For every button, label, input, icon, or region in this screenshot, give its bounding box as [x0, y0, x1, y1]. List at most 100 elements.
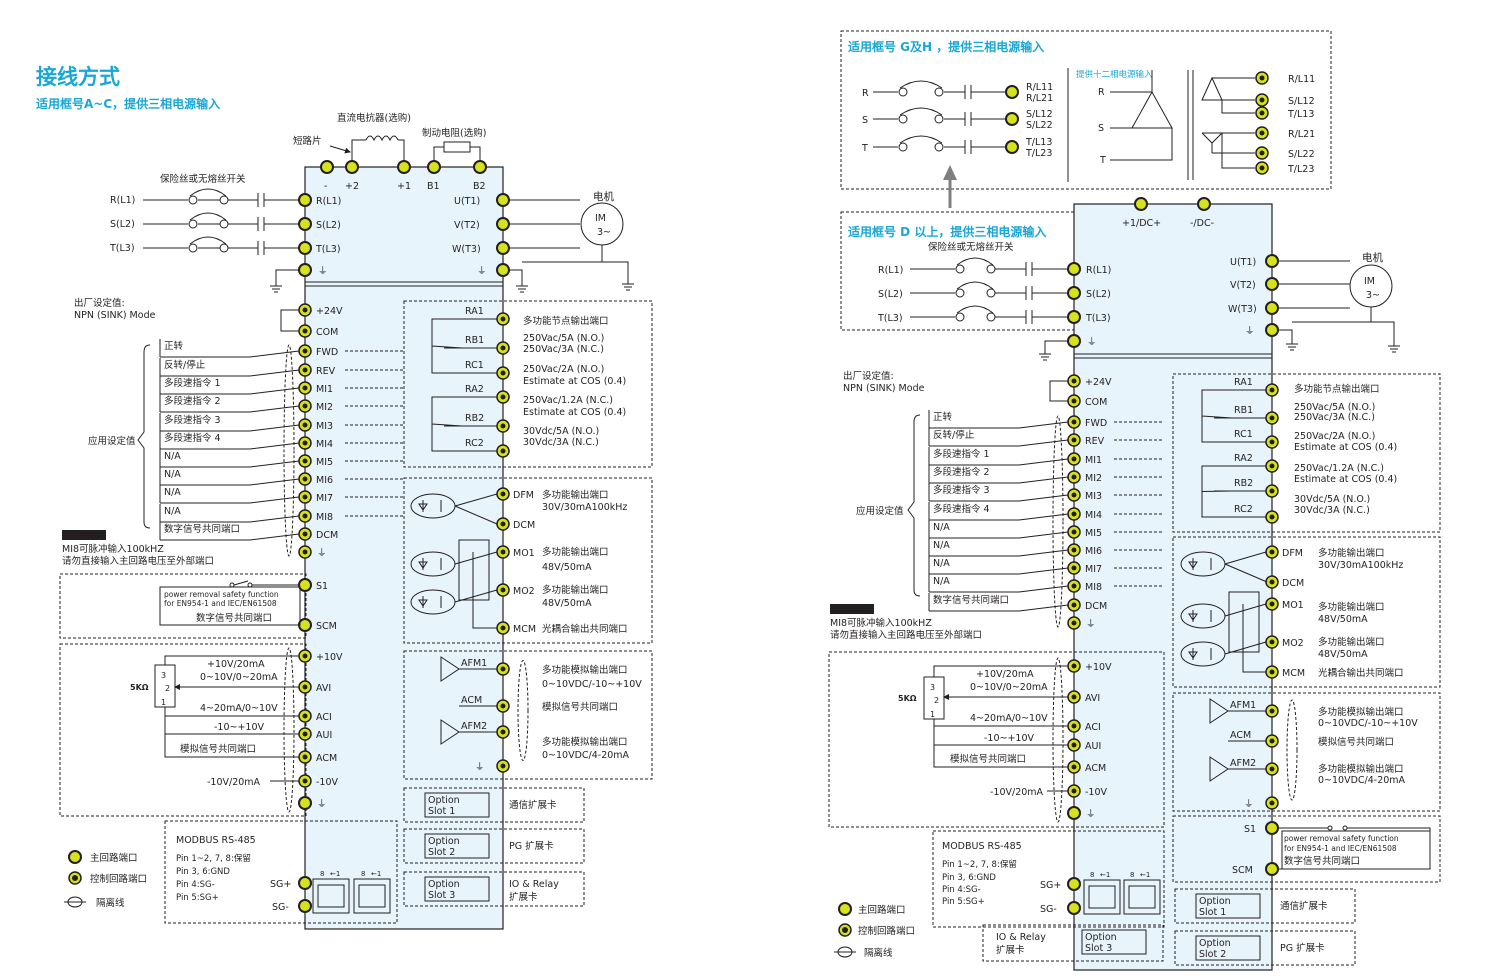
- svg-text:-/DC-: -/DC-: [1190, 218, 1214, 229]
- svg-text:⏚: ⏚: [1087, 337, 1097, 348]
- svg-text:+2: +2: [345, 181, 359, 192]
- svg-text:⏚: ⏚: [317, 548, 327, 559]
- svg-text:主回路端口: 主回路端口: [90, 852, 138, 864]
- right-input-lines: R(L1) S(L2) T(L3) R(L1) S(L2) T(L3) ⏚: [877, 257, 1111, 361]
- svg-text:T/L23: T/L23: [1025, 148, 1052, 159]
- svg-text:IM: IM: [1364, 276, 1375, 287]
- svg-text:U(T1): U(T1): [454, 196, 480, 207]
- svg-text:2: 2: [934, 696, 939, 705]
- svg-text:B1: B1: [427, 181, 440, 192]
- svg-text:扩展卡: 扩展卡: [509, 891, 538, 903]
- analog-signal-label: 0~10V/0~20mA: [200, 672, 278, 683]
- relay-desc: 250Vac/3A (N.C.): [523, 344, 604, 355]
- svg-text:+1/DC+: +1/DC+: [1122, 218, 1161, 229]
- svg-text:8: 8: [1130, 871, 1134, 879]
- svg-text:8: 8: [1090, 871, 1094, 879]
- ctrl-term-label: FWD: [316, 347, 338, 358]
- svg-text:R(L1): R(L1): [110, 195, 135, 206]
- svg-text:AFM1: AFM1: [461, 658, 487, 669]
- svg-text:T(L3): T(L3): [1085, 313, 1111, 324]
- svg-text:+1: +1: [397, 181, 411, 192]
- svg-text:电机: 电机: [1362, 251, 1384, 264]
- svg-text:AUI: AUI: [316, 730, 332, 741]
- svg-text:⏚: ⏚: [318, 266, 328, 277]
- do-desc: 30V/30mA100kHz: [542, 502, 627, 513]
- rj45-port-2: [353, 878, 391, 914]
- left-relay-block: [403, 300, 653, 468]
- left-subtitle: 适用框号A~C，提供三相电源输入: [36, 96, 220, 111]
- analog-signal-label: +10V/20mA: [976, 669, 1034, 680]
- svg-text:ACM: ACM: [1085, 763, 1106, 774]
- ao-desc: 多功能模拟输出端口: [1318, 706, 1404, 718]
- relay-desc: 多功能节点输出端口: [1294, 383, 1380, 395]
- do-desc: 多功能输出端口: [1318, 547, 1385, 559]
- relay-desc: 30Vdc/3A (N.C.): [523, 437, 599, 448]
- right-main-terms: U(T1) V(T2) W(T3) ⏚ IM 3~ 电机: [1228, 251, 1400, 353]
- relay-desc: Estimate at COS (0.4): [1294, 474, 1397, 485]
- svg-text:Option: Option: [1085, 932, 1117, 943]
- left-motor: [580, 202, 624, 246]
- svg-text:RB1: RB1: [465, 335, 484, 346]
- relay-desc: Estimate at COS (0.4): [523, 376, 626, 387]
- svg-text:R(L1): R(L1): [1086, 265, 1111, 276]
- page-title: 接线方式: [36, 65, 120, 89]
- svg-text:Slot 1: Slot 1: [428, 806, 455, 817]
- svg-text:T(L3): T(L3): [877, 313, 903, 324]
- svg-text:3~: 3~: [1366, 290, 1380, 301]
- option-desc: PG 扩展卡: [1280, 942, 1325, 954]
- rj45-port-1: [312, 878, 350, 914]
- svg-text:T: T: [1099, 155, 1106, 166]
- right-drive-panel: [1073, 203, 1273, 971]
- do-desc: 48V/50mA: [542, 598, 592, 609]
- svg-text:AUI: AUI: [1085, 741, 1101, 752]
- svg-text:SG-: SG-: [272, 902, 289, 913]
- svg-text:power removal safety function: power removal safety function: [164, 590, 279, 599]
- svg-text:2: 2: [165, 684, 170, 693]
- svg-text:R/L21: R/L21: [1026, 93, 1053, 104]
- svg-text:MCM: MCM: [513, 624, 536, 635]
- ctrl-term-label: MI3: [316, 421, 333, 432]
- relay-desc: 30Vdc/3A (N.C.): [1294, 505, 1370, 516]
- option-slot: [403, 871, 585, 907]
- ao-desc: 模拟信号共同端口: [1318, 736, 1394, 748]
- svg-text:AFM2: AFM2: [461, 721, 487, 732]
- svg-text:for EN954-1 and IEC/EN61508: for EN954-1 and IEC/EN61508: [1284, 844, 1397, 853]
- svg-text:适用框号 D 以上，提供三相电源输入: 适用框号 D 以上，提供三相电源输入: [848, 224, 1046, 239]
- relay-desc: 250Vac/2A (N.O.): [523, 364, 604, 375]
- svg-text:ACM: ACM: [461, 695, 482, 706]
- ao-desc: 多功能模拟输出端口: [542, 664, 628, 676]
- app-setting-label: 应用设定值: [88, 435, 136, 447]
- svg-text:←1: ←1: [330, 870, 340, 878]
- svg-text:T/L13: T/L13: [1287, 109, 1314, 120]
- svg-text:T(L3): T(L3): [315, 244, 341, 255]
- ctrl-term-label: MI5: [1085, 528, 1102, 539]
- left-ctrl-terms: +24VCOMFWDREVMI1MI2MI3MI4MI5MI6MI7MI8DCM…: [159, 303, 405, 559]
- relay-desc: 250Vac/5A (N.O.): [1294, 402, 1375, 413]
- ctrl-term-label: +24V: [1085, 377, 1112, 388]
- svg-text:数字信号共同端口: 数字信号共同端口: [1284, 855, 1360, 867]
- svg-text:+10V: +10V: [316, 652, 343, 663]
- analog-signal-label: 4~20mA/0~10V: [200, 703, 278, 714]
- svg-text:Option: Option: [428, 795, 460, 806]
- analog-signal-label: 0~10V/0~20mA: [970, 682, 1048, 693]
- svg-text:R/L11: R/L11: [1026, 82, 1053, 93]
- ctrl-term-label: FWD: [1085, 418, 1107, 429]
- svg-text:RC2: RC2: [1234, 504, 1253, 515]
- svg-text:扩展卡: 扩展卡: [996, 944, 1025, 956]
- ctrl-signal-label: 数字信号共同端口: [933, 594, 1009, 606]
- ctrl-term-label: REV: [316, 366, 336, 377]
- ctrl-signal-label: 正转: [164, 340, 184, 352]
- svg-text:RA1: RA1: [465, 306, 484, 317]
- ctrl-signal-label: 多段速指令 3: [933, 484, 990, 496]
- svg-text:MI8可脉冲输入100kHZ: MI8可脉冲输入100kHZ: [830, 617, 932, 629]
- svg-text:RA2: RA2: [1234, 453, 1253, 464]
- svg-text:AVI: AVI: [1085, 693, 1100, 704]
- svg-text:NOTE: NOTE: [82, 532, 101, 540]
- left-diagram: 接线方式 适用框号A~C，提供三相电源输入 - +2 +1 B1 B2 直流电抗…: [36, 65, 653, 930]
- svg-text:S/L12: S/L12: [1288, 96, 1315, 107]
- svg-text:-10V: -10V: [316, 777, 339, 788]
- relay-desc: 30Vdc/5A (N.O.): [1294, 494, 1370, 505]
- svg-text:Pin 5:SG+: Pin 5:SG+: [942, 897, 985, 907]
- svg-text:DCM: DCM: [1282, 578, 1304, 589]
